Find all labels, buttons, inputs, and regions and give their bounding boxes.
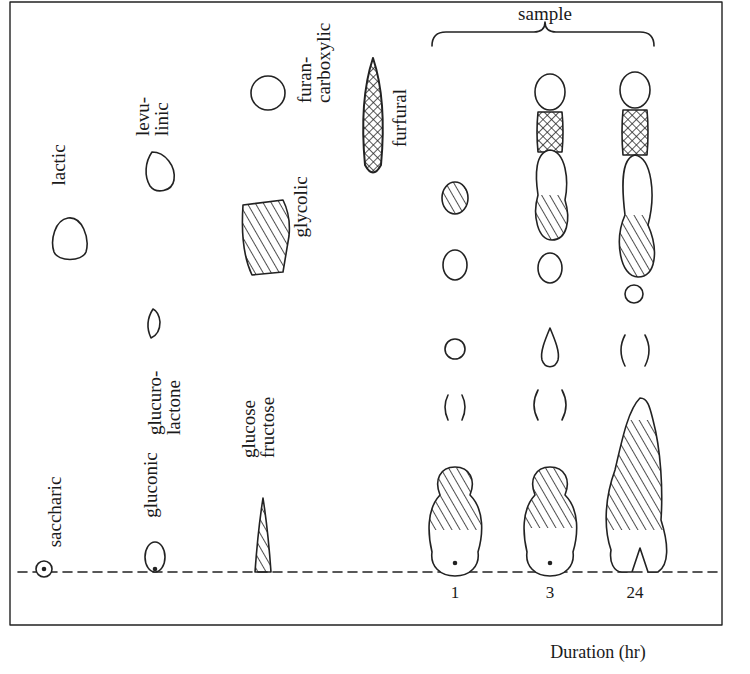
origin-dot [43, 568, 46, 571]
compound-label: glycolic [291, 176, 310, 237]
spot-hatch [524, 468, 577, 528]
spot [148, 309, 160, 338]
spot [429, 467, 482, 576]
compound-label: saccharic [45, 477, 64, 548]
axis-title: Duration (hr) [550, 643, 645, 661]
origin-line [18, 571, 720, 573]
origin-dot [454, 562, 457, 565]
spot [445, 339, 465, 359]
spot [53, 218, 87, 260]
spot [536, 150, 568, 240]
spot-hatch [536, 195, 568, 240]
spot [251, 76, 285, 110]
spot [620, 72, 650, 108]
spot [622, 110, 648, 155]
spot [537, 112, 563, 152]
compound-label: glucuro- lactone [145, 353, 183, 435]
spot-hatch [619, 215, 654, 277]
spot [442, 182, 468, 214]
spot [445, 395, 465, 420]
spot [363, 58, 383, 173]
spot [145, 542, 165, 572]
sample-bracket [432, 22, 654, 46]
compound-label: levu- linic [133, 88, 171, 136]
spot [538, 253, 562, 283]
spot [242, 200, 289, 275]
origin-dot [549, 562, 552, 565]
compound-label: furan- carboxylic [295, 13, 333, 103]
spot [146, 152, 174, 191]
compound-label: lactic [49, 144, 68, 185]
compound-label: furfural [390, 89, 409, 147]
spot-hatch [606, 420, 667, 530]
spot [619, 155, 654, 277]
spot [524, 467, 577, 576]
spot [36, 561, 52, 577]
compound-label: glucose fructose [239, 382, 277, 458]
frame [10, 2, 722, 625]
spot [542, 328, 559, 367]
compound-label: gluconic [141, 452, 160, 517]
spot-hatch [429, 468, 482, 530]
spot [534, 390, 566, 420]
lane-number: 3 [546, 584, 555, 601]
spot [621, 335, 649, 366]
spot [535, 74, 565, 110]
origin-dot [154, 568, 157, 571]
spot [443, 250, 467, 280]
spot [625, 285, 643, 303]
lane-number: 24 [627, 584, 644, 601]
spot [606, 398, 667, 572]
spot [255, 498, 271, 572]
group-label: sample [518, 4, 572, 23]
lane-number: 1 [451, 584, 460, 601]
